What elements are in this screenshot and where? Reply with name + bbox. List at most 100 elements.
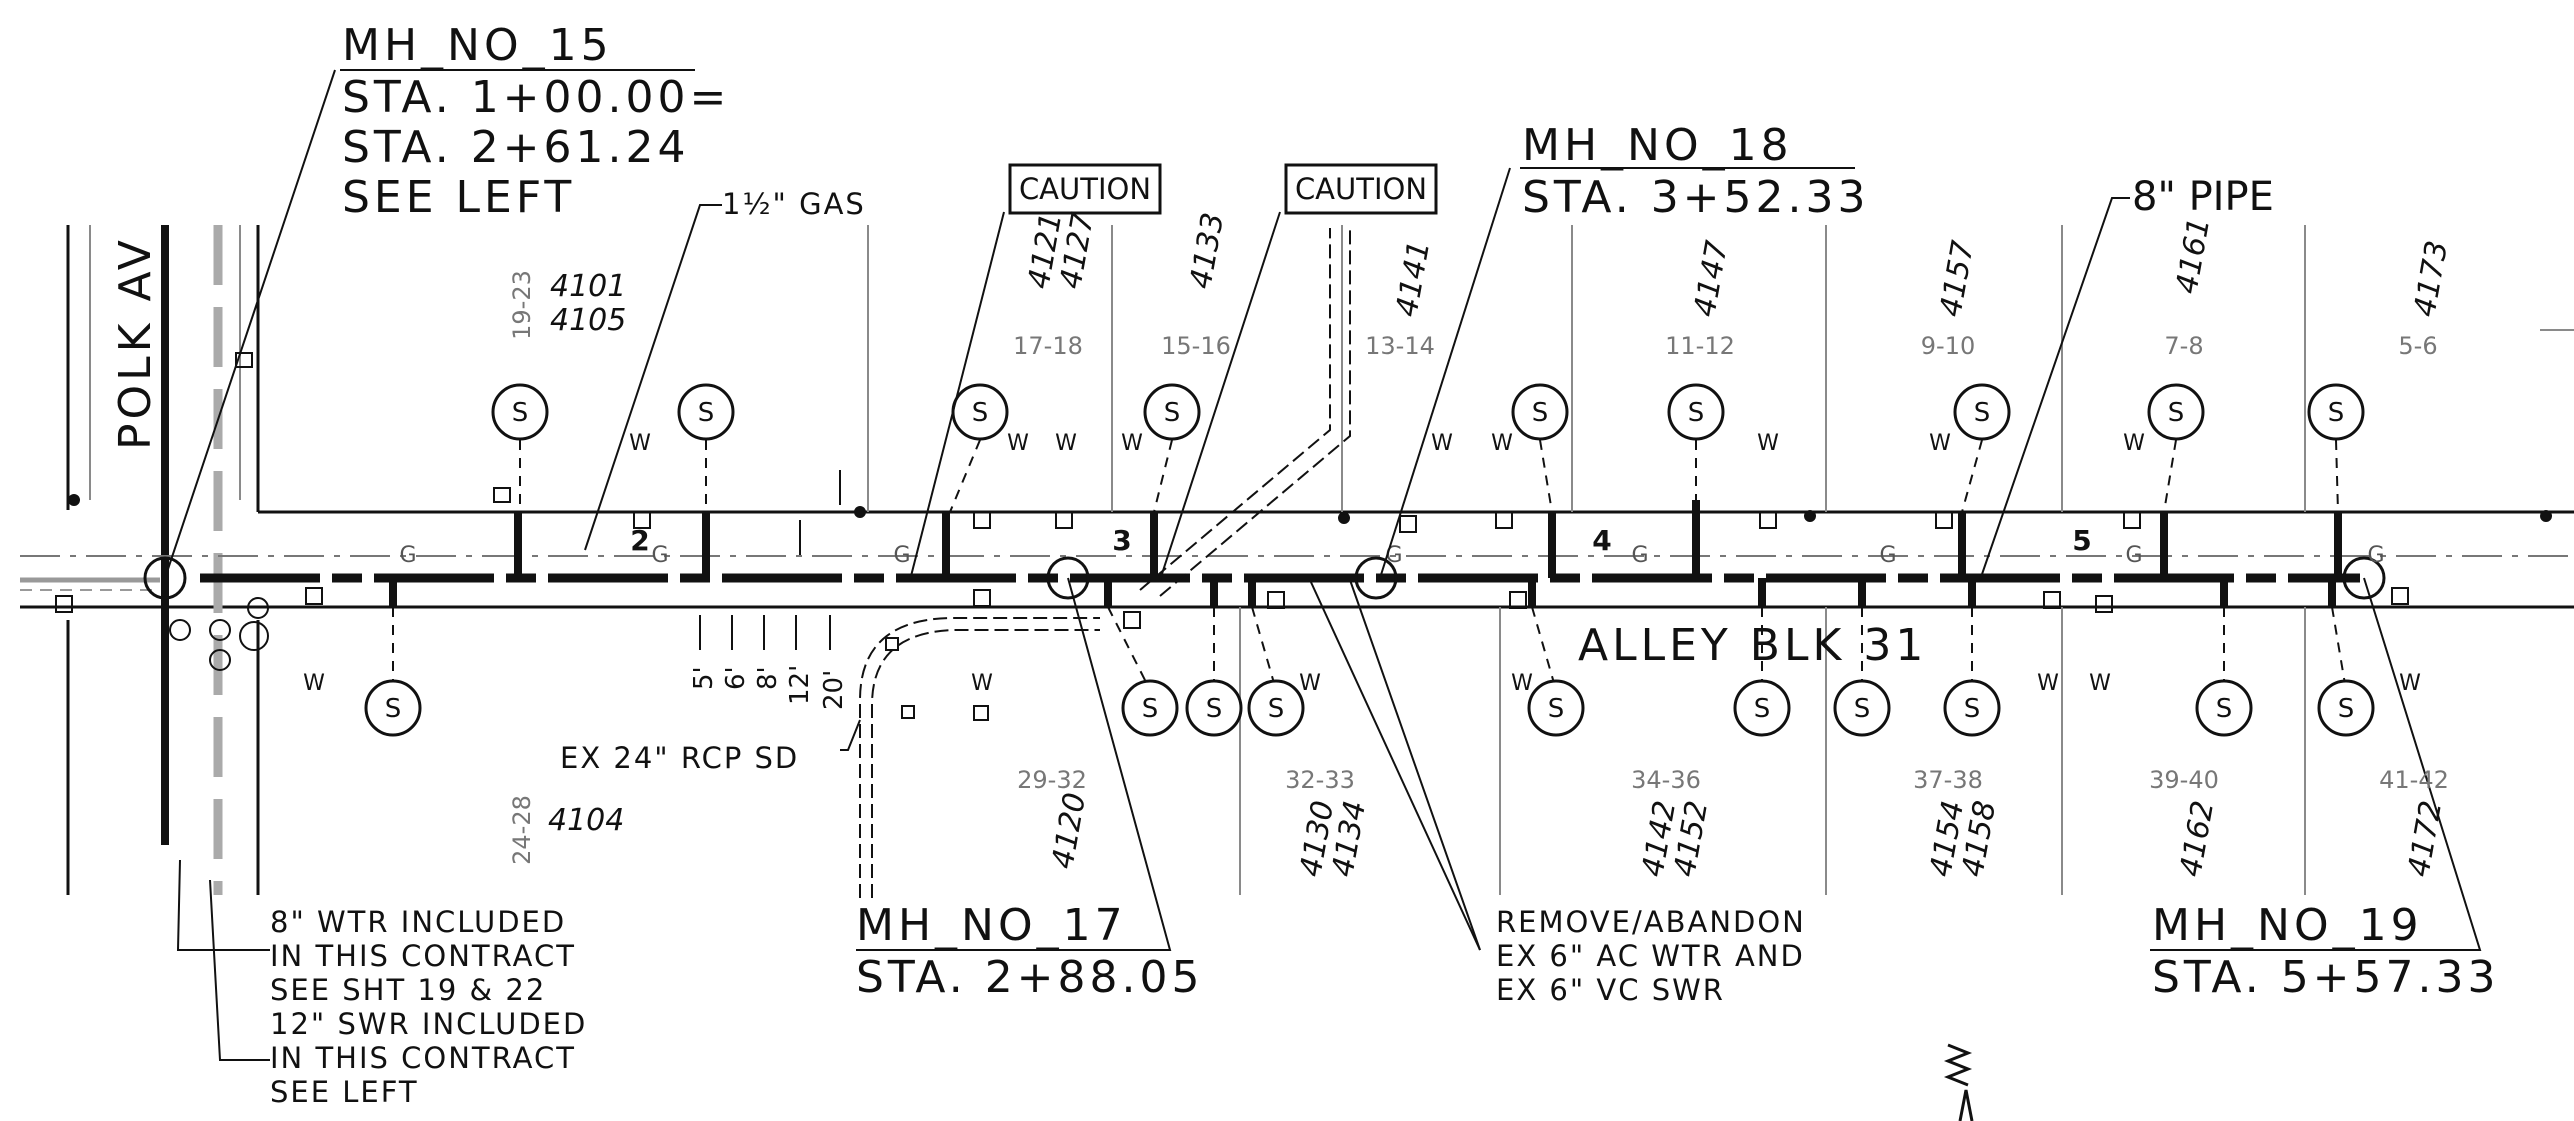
svg-text:5: 5 (2072, 524, 2091, 557)
lot-numbers-north: 19-23 17-18 15-16 13-14 11-12 9-10 7-8 5… (508, 270, 2438, 360)
svg-text:SEE LEFT: SEE LEFT (342, 172, 575, 223)
svg-text:S: S (1164, 398, 1181, 428)
svg-text:8': 8' (753, 666, 783, 690)
svg-text:MH_NO_18: MH_NO_18 (1522, 120, 1793, 171)
svg-text:4104: 4104 (548, 803, 624, 838)
svg-text:W: W (1121, 431, 1143, 456)
svg-text:S: S (2168, 398, 2185, 428)
svg-text:4: 4 (1592, 524, 1611, 557)
svg-text:W: W (1491, 431, 1513, 456)
svg-text:29-32: 29-32 (1017, 766, 1087, 794)
svg-text:S: S (1142, 694, 1159, 724)
water-contract-note: 8" WTR INCLUDED IN THIS CONTRACT SEE SHT… (270, 905, 585, 1109)
svg-text:STA. 3+52.33: STA. 3+52.33 (1522, 172, 1870, 223)
svg-text:S: S (972, 398, 989, 428)
svg-text:W: W (1007, 431, 1029, 456)
north-service-laterals (514, 500, 2342, 578)
manhole-18-label: MH_NO_18 STA. 3+52.33 (1522, 120, 1870, 223)
service-dash-lines (392, 439, 2347, 691)
svg-text:4133: 4133 (1183, 210, 1231, 291)
offset-labels: 5' 6' 8' 12' 20' (689, 665, 849, 710)
svg-text:S: S (1268, 694, 1285, 724)
svg-text:13-14: 13-14 (1365, 332, 1435, 360)
gas-labels: G G G G G G G G (399, 543, 2384, 568)
svg-text:MH_NO_19: MH_NO_19 (2152, 900, 2423, 951)
svg-text:7-8: 7-8 (2164, 332, 2203, 360)
fixtures (55, 352, 2552, 721)
svg-text:EX 6" AC WTR AND: EX 6" AC WTR AND (1496, 939, 1805, 973)
svg-text:S: S (1548, 694, 1565, 724)
alley-name: ALLEY BLK 31 (1578, 620, 1927, 671)
svg-text:W: W (2123, 431, 2145, 456)
caution-box-2: CAUTION (1284, 163, 1438, 215)
polk-av-street (89, 225, 241, 895)
rcp-callout: EX 24" RCP SD (560, 741, 799, 775)
svg-text:4141: 4141 (1389, 238, 1437, 319)
water-service-labels: W W W W W W W W W W W W W W W W (303, 431, 2421, 696)
svg-text:W: W (2089, 671, 2111, 696)
svg-text:S: S (698, 398, 715, 428)
manhole-markers (143, 556, 2386, 600)
remove-abandon-note: REMOVE/ABANDON EX 6" AC WTR AND EX 6" VC… (1496, 905, 1806, 1007)
svg-text:4172: 4172 (2401, 798, 2449, 879)
svg-text:W: W (629, 431, 651, 456)
svg-text:W: W (1929, 431, 1951, 456)
svg-text:32-33: 32-33 (1285, 766, 1355, 794)
manhole-15-label: MH_NO_15 STA. 1+00.00= STA. 2+61.24 SEE … (342, 20, 730, 223)
svg-text:S: S (1974, 398, 1991, 428)
street-name: POLK AV (110, 236, 161, 450)
svg-text:MH_NO_15: MH_NO_15 (342, 20, 613, 71)
segment-numbers: 2 3 4 5 (630, 524, 2091, 557)
lot-numbers-south: 24-28 29-32 32-33 34-36 37-38 39-40 41-4… (508, 766, 2449, 865)
svg-text:STA. 1+00.00=: STA. 1+00.00= (342, 72, 730, 123)
svg-text:2: 2 (630, 524, 649, 557)
manhole-19-marker (2342, 556, 2386, 600)
svg-text:EX 6" VC SWR: EX 6" VC SWR (1496, 973, 1725, 1007)
svg-text:4161: 4161 (2169, 215, 2217, 296)
manhole-18-marker (1354, 556, 1398, 600)
svg-text:41-42: 41-42 (2379, 766, 2449, 794)
svg-text:CAUTION: CAUTION (1295, 172, 1427, 206)
svg-text:9-10: 9-10 (1921, 332, 1975, 360)
svg-text:G: G (651, 543, 668, 568)
svg-text:24-28: 24-28 (508, 795, 536, 865)
sewer-symbols-north (491, 383, 2365, 441)
gas-callout: 1½" GAS (722, 187, 866, 221)
svg-text:4101: 4101 (550, 269, 626, 304)
svg-text:W: W (1511, 671, 1533, 696)
svg-text:37-38: 37-38 (1913, 766, 1983, 794)
svg-text:IN THIS CONTRACT: IN THIS CONTRACT (270, 939, 576, 973)
svg-text:STA. 5+57.33: STA. 5+57.33 (2152, 952, 2500, 1003)
north-arrow-icon (1943, 1043, 1974, 1121)
svg-text:4162: 4162 (2173, 798, 2221, 879)
svg-text:S: S (512, 398, 529, 428)
svg-text:G: G (893, 543, 910, 568)
offset-ticks (699, 470, 841, 650)
svg-text:11-12: 11-12 (1665, 332, 1735, 360)
svg-text:S: S (2328, 398, 2345, 428)
svg-text:S: S (1964, 694, 1981, 724)
svg-text:S: S (1532, 398, 1549, 428)
sewer-symbol-labels: S S S S S S S S S S S S S S S S S S S (385, 398, 2355, 724)
svg-text:39-40: 39-40 (2149, 766, 2219, 794)
svg-text:4157: 4157 (1933, 238, 1981, 319)
leader-lines (164, 69, 2482, 1061)
pipe-callout: 8" PIPE (2132, 174, 2274, 220)
svg-text:S: S (1854, 694, 1871, 724)
svg-text:S: S (1206, 694, 1223, 724)
svg-text:W: W (303, 671, 325, 696)
svg-text:G: G (399, 543, 416, 568)
svg-text:W: W (1299, 671, 1321, 696)
svg-text:W: W (1431, 431, 1453, 456)
svg-text:5': 5' (689, 666, 719, 690)
svg-text:G: G (1879, 543, 1896, 568)
svg-text:17-18: 17-18 (1013, 332, 1083, 360)
svg-text:REMOVE/ABANDON: REMOVE/ABANDON (1496, 905, 1806, 939)
svg-text:34-36: 34-36 (1631, 766, 1701, 794)
svg-text:W: W (2399, 671, 2421, 696)
svg-text:SEE LEFT: SEE LEFT (270, 1075, 419, 1109)
svg-text:19-23: 19-23 (508, 270, 536, 340)
svg-text:S: S (2216, 694, 2233, 724)
svg-text:W: W (971, 671, 993, 696)
svg-text:S: S (1754, 694, 1771, 724)
